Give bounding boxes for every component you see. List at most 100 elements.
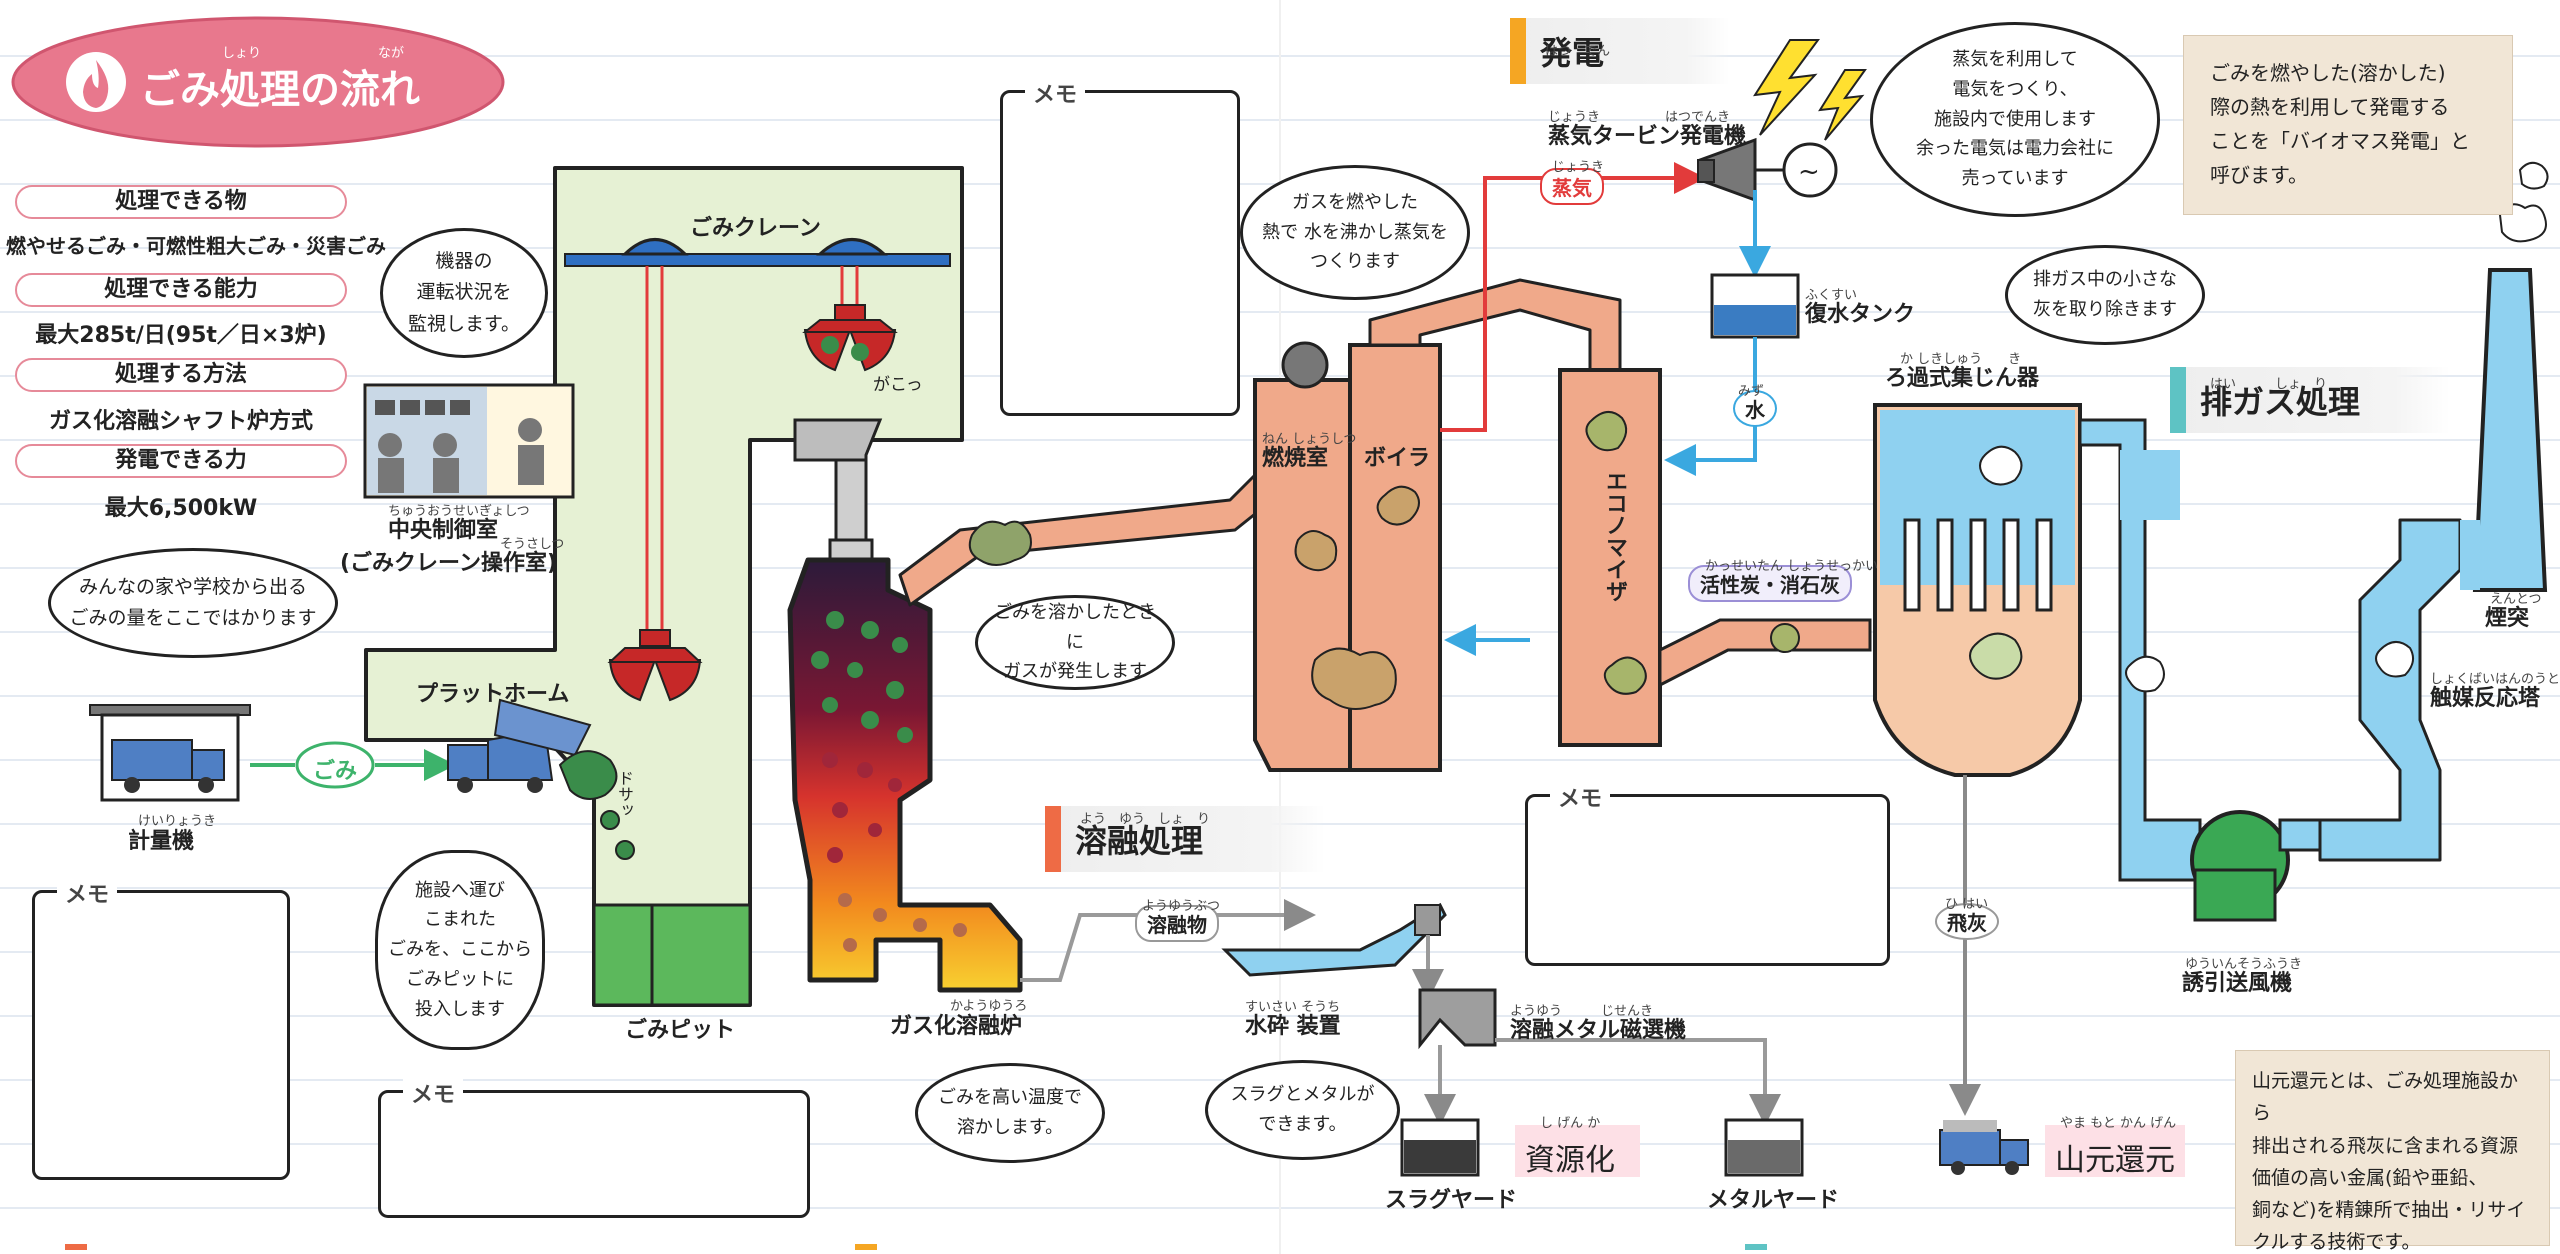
label-water-ruby: みず: [1738, 384, 1765, 399]
spec-label-capacity: 処理できる能力: [15, 273, 347, 307]
label-economizer: エコノマイザ: [1602, 470, 1627, 602]
label-activated-ruby: かっせいたん しょうせっかい: [1705, 559, 1879, 574]
crane-grab-1: [607, 629, 703, 702]
title-badge: [11, 16, 505, 148]
section-power: 発電: [1510, 18, 1730, 84]
bubble-pit: 施設へ運び こまれた ごみを、ここから ごみピットに 投入します: [375, 850, 545, 1050]
economizer: [1558, 368, 1662, 747]
lightning-icon: [1753, 39, 1820, 136]
memo-box-top[interactable]: メモ: [1000, 77, 1240, 416]
section-melting-ruby: よう ゆう しょ り: [1080, 812, 1211, 827]
label-combustion: 燃焼室: [1262, 446, 1329, 471]
memo-label: メモ: [1025, 77, 1086, 109]
section-exhaust: 排ガス処理: [2170, 367, 2450, 433]
label-magnetic: 溶融メタル磁選機: [1510, 1018, 1687, 1043]
crane-rail: [564, 253, 951, 267]
pit-building: [364, 166, 964, 1007]
label-catalyst: 触媒反応塔: [2430, 686, 2541, 711]
memo-box-bottom[interactable]: メモ: [378, 1077, 810, 1218]
label-fly-ash-ruby: ひ はい: [1945, 897, 1989, 912]
bubble-weighbridge: みんなの家や学校から出る ごみの量をここではかります: [48, 548, 338, 658]
label-fan-ruby: ゆういんそうふうき: [2185, 957, 2303, 972]
label-pit: ごみピット: [625, 1018, 736, 1043]
flame-icon: [83, 60, 109, 108]
label-boiler: ボイラ: [1364, 446, 1431, 471]
label-weighbridge-ruby: けいりょうき: [138, 814, 217, 829]
label-crane: ごみクレーン: [690, 216, 821, 241]
bubble-control-room: 機器の 運転状況を 監視します。: [380, 228, 548, 358]
label-fan: 誘引送風機: [2182, 971, 2293, 996]
spec-value-capacity: 最大285t/日(95t／日×3炉): [35, 323, 327, 348]
spec-value-power: 最大6,500kW: [104, 496, 258, 521]
label-furnace: ガス化溶融炉: [890, 1014, 1023, 1039]
section-melting-label: 溶融処理: [1075, 822, 1204, 860]
bubble-furnace: ごみを高い温度で 溶かします。: [915, 1063, 1105, 1163]
bubble-boiler: ガスを燃やした 熱で 水を沸かし蒸気を つくります: [1240, 165, 1470, 300]
memo-box-middle[interactable]: メモ: [1525, 781, 1890, 966]
label-yamamoto-ruby: やま もと かん げん: [2060, 1116, 2177, 1131]
label-magnetic-ruby: ようゆう じせんき: [1510, 1004, 1654, 1019]
label-furnace-ruby: かようゆうろ: [950, 999, 1028, 1014]
bubble-slag: スラグとメタルが できます。: [1205, 1060, 1400, 1160]
label-turbine-ruby: じょうき はつでんき: [1548, 110, 1731, 125]
label-molten: 溶融物: [1135, 905, 1219, 942]
label-metal-yard: メタルヤード: [1707, 1188, 1840, 1213]
crane-grab-2: [802, 304, 898, 372]
truck-icon-1: [111, 739, 225, 793]
label-slag-yard: スラグヤード: [1385, 1188, 1518, 1213]
title-ruby-shori: しょり: [222, 46, 262, 61]
page-title: ごみ処理の流れ: [140, 67, 420, 113]
label-activated: 活性炭・消石灰: [1688, 565, 1852, 602]
memo-label: メモ: [403, 1077, 464, 1109]
gas-duct: [898, 468, 1262, 607]
label-recycle: 資源化: [1525, 1143, 1615, 1178]
label-condenser-ruby: ふくすい: [1805, 288, 1858, 303]
bubble-filter: 排ガス中の小さな 灰を取り除きます: [2005, 245, 2205, 345]
label-water: 水: [1733, 390, 1777, 427]
label-filter: ろ過式集じん器: [1885, 366, 2040, 391]
label-control-room-ruby: ちゅうおうせいぎょしつ: [388, 504, 530, 519]
bubble-power: 蒸気を利用して 電気をつくり、 施設内で使用します 余った電気は電力会社に 売っ…: [1870, 22, 2160, 217]
truck-icon-3: [1939, 1120, 2029, 1175]
label-platform: プラットホーム: [416, 682, 570, 707]
chimney: [2472, 268, 2548, 592]
section-melting: 溶融処理: [1045, 806, 1325, 872]
label-control-room-sub: (ごみクレーン操作室): [340, 551, 558, 576]
note-yamamoto: 山元還元とは、ごみ処理施設から 排出される飛灰に含まれる資源 価値の高い金属(鉛…: [2235, 1050, 2550, 1253]
label-control-room-sub-ruby: そうさしつ: [500, 537, 565, 552]
label-weighbridge: 計量機: [128, 829, 195, 854]
label-dosa: ドサッ: [615, 770, 634, 818]
memo-label: メモ: [57, 877, 118, 909]
label-steam-ruby: じょうき: [1552, 160, 1605, 175]
magnetic-separator: [1418, 988, 1497, 1050]
memo-label: メモ: [1550, 781, 1611, 813]
pit-fill: [592, 903, 752, 1007]
label-catalyst-ruby: しょくばいはんのうとう: [2430, 672, 2560, 687]
label-molten-ruby: ようゆうぶつ: [1142, 899, 1221, 914]
memo-box-left[interactable]: メモ: [32, 877, 290, 1180]
section-exhaust-label: 排ガス処理: [2200, 383, 2361, 421]
label-chimney-ruby: えんとつ: [2490, 592, 2542, 607]
label-gomi: ごみ: [313, 759, 358, 784]
spec-label-method: 処理する方法: [15, 358, 347, 392]
bubble-gas: ごみを溶かしたときに ガスが発生します: [975, 595, 1175, 690]
label-condenser: 復水タンク: [1805, 302, 1916, 327]
spec-value-items: 燃やせるごみ・可燃性粗大ごみ・災害ごみ: [6, 234, 386, 258]
label-yamamoto: 山元還元: [2055, 1143, 2175, 1178]
label-chimney: 煙突: [2485, 606, 2530, 631]
label-turbine: 蒸気タービン発電機: [1548, 124, 1747, 149]
label-water-crusher: 水砕 装置: [1245, 1014, 1341, 1039]
eco-filter-duct: [1658, 618, 1872, 688]
section-exhaust-ruby: はい しょ り: [2210, 377, 2328, 392]
note-biomass: ごみを燃やした(溶かした) 際の熱を利用して発電する ことを「バイオマス発電」と…: [2183, 35, 2513, 215]
water-crusher: [1221, 902, 1447, 977]
label-recycle-ruby: し げん か: [1540, 1116, 1601, 1131]
label-combustion-ruby: ねん しょうしつ: [1262, 432, 1357, 447]
label-fly-ash: 飛灰: [1935, 903, 1999, 940]
spec-label-items: 処理できる物: [15, 185, 347, 219]
spec-label-power: 発電できる力: [15, 444, 347, 478]
label-filter-ruby: か しきしゅう き: [1900, 352, 2022, 367]
svg-text:~: ~: [1798, 157, 1820, 187]
label-water-crusher-ruby: すいさい そうち: [1245, 1000, 1341, 1015]
